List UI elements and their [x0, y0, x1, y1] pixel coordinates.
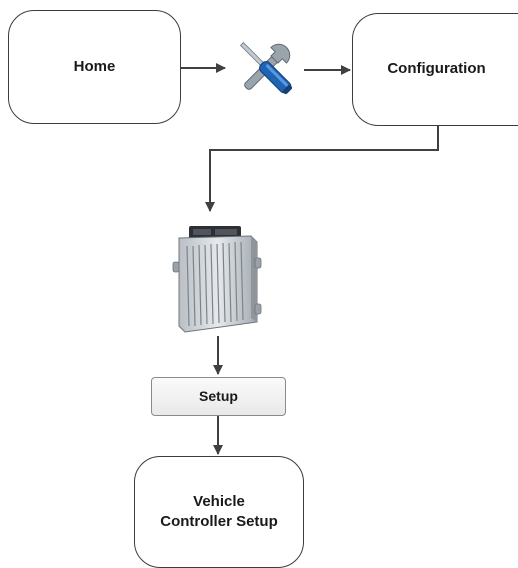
configuration-node[interactable]: Configuration [352, 13, 518, 126]
vehicle-controller-setup-node[interactable]: Vehicle Controller Setup [134, 456, 304, 568]
vehicle-controller-setup-line1: Vehicle [193, 492, 245, 510]
wrench-screwdriver-icon [239, 41, 293, 95]
arrow-configuration-to-controller [205, 126, 439, 212]
controller-module-icon [172, 226, 262, 333]
home-label: Home [73, 57, 116, 75]
home-node[interactable]: Home [8, 10, 181, 124]
setup-button[interactable]: Setup [151, 377, 286, 416]
vehicle-controller-setup-line2: Controller Setup [160, 513, 278, 530]
configuration-label: Configuration [387, 60, 486, 78]
setup-label: Setup [199, 388, 238, 405]
vehicle-controller-setup-label: Vehicle Controller Setup [160, 492, 278, 533]
